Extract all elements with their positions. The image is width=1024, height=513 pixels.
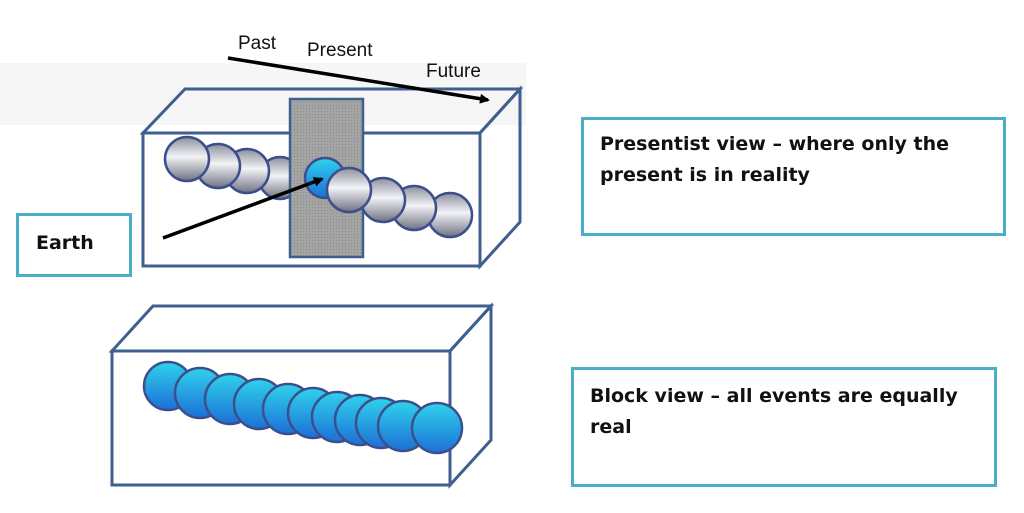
earth-sphere-block [410,401,464,455]
background-band [0,63,526,125]
earth-pointer-arrow [162,177,324,240]
block-box-side-face [448,302,493,489]
earth-callout: Earth [16,213,132,277]
block-view-callout: Block view – all events are equally real [571,367,997,487]
future-label: Future [426,61,481,82]
earth-sphere-future [325,166,373,214]
present-label: Present [307,40,373,61]
block-view-text: Block view – all events are equally real [590,385,958,438]
block-earth-positions [142,360,464,455]
past-earth-positions [163,135,303,201]
past-label: Past [238,33,277,54]
earth-sphere-past [163,135,211,183]
block-box-top-face [108,304,495,353]
time-arrow [227,56,490,104]
future-earth-positions [325,166,474,239]
earth-label: Earth [36,232,94,254]
presentist-view-callout: Presentist view – where only the present… [581,117,1006,236]
presentist-view-text: Presentist view – where only the present… [600,133,949,186]
presentist-box-side-face [478,85,522,270]
